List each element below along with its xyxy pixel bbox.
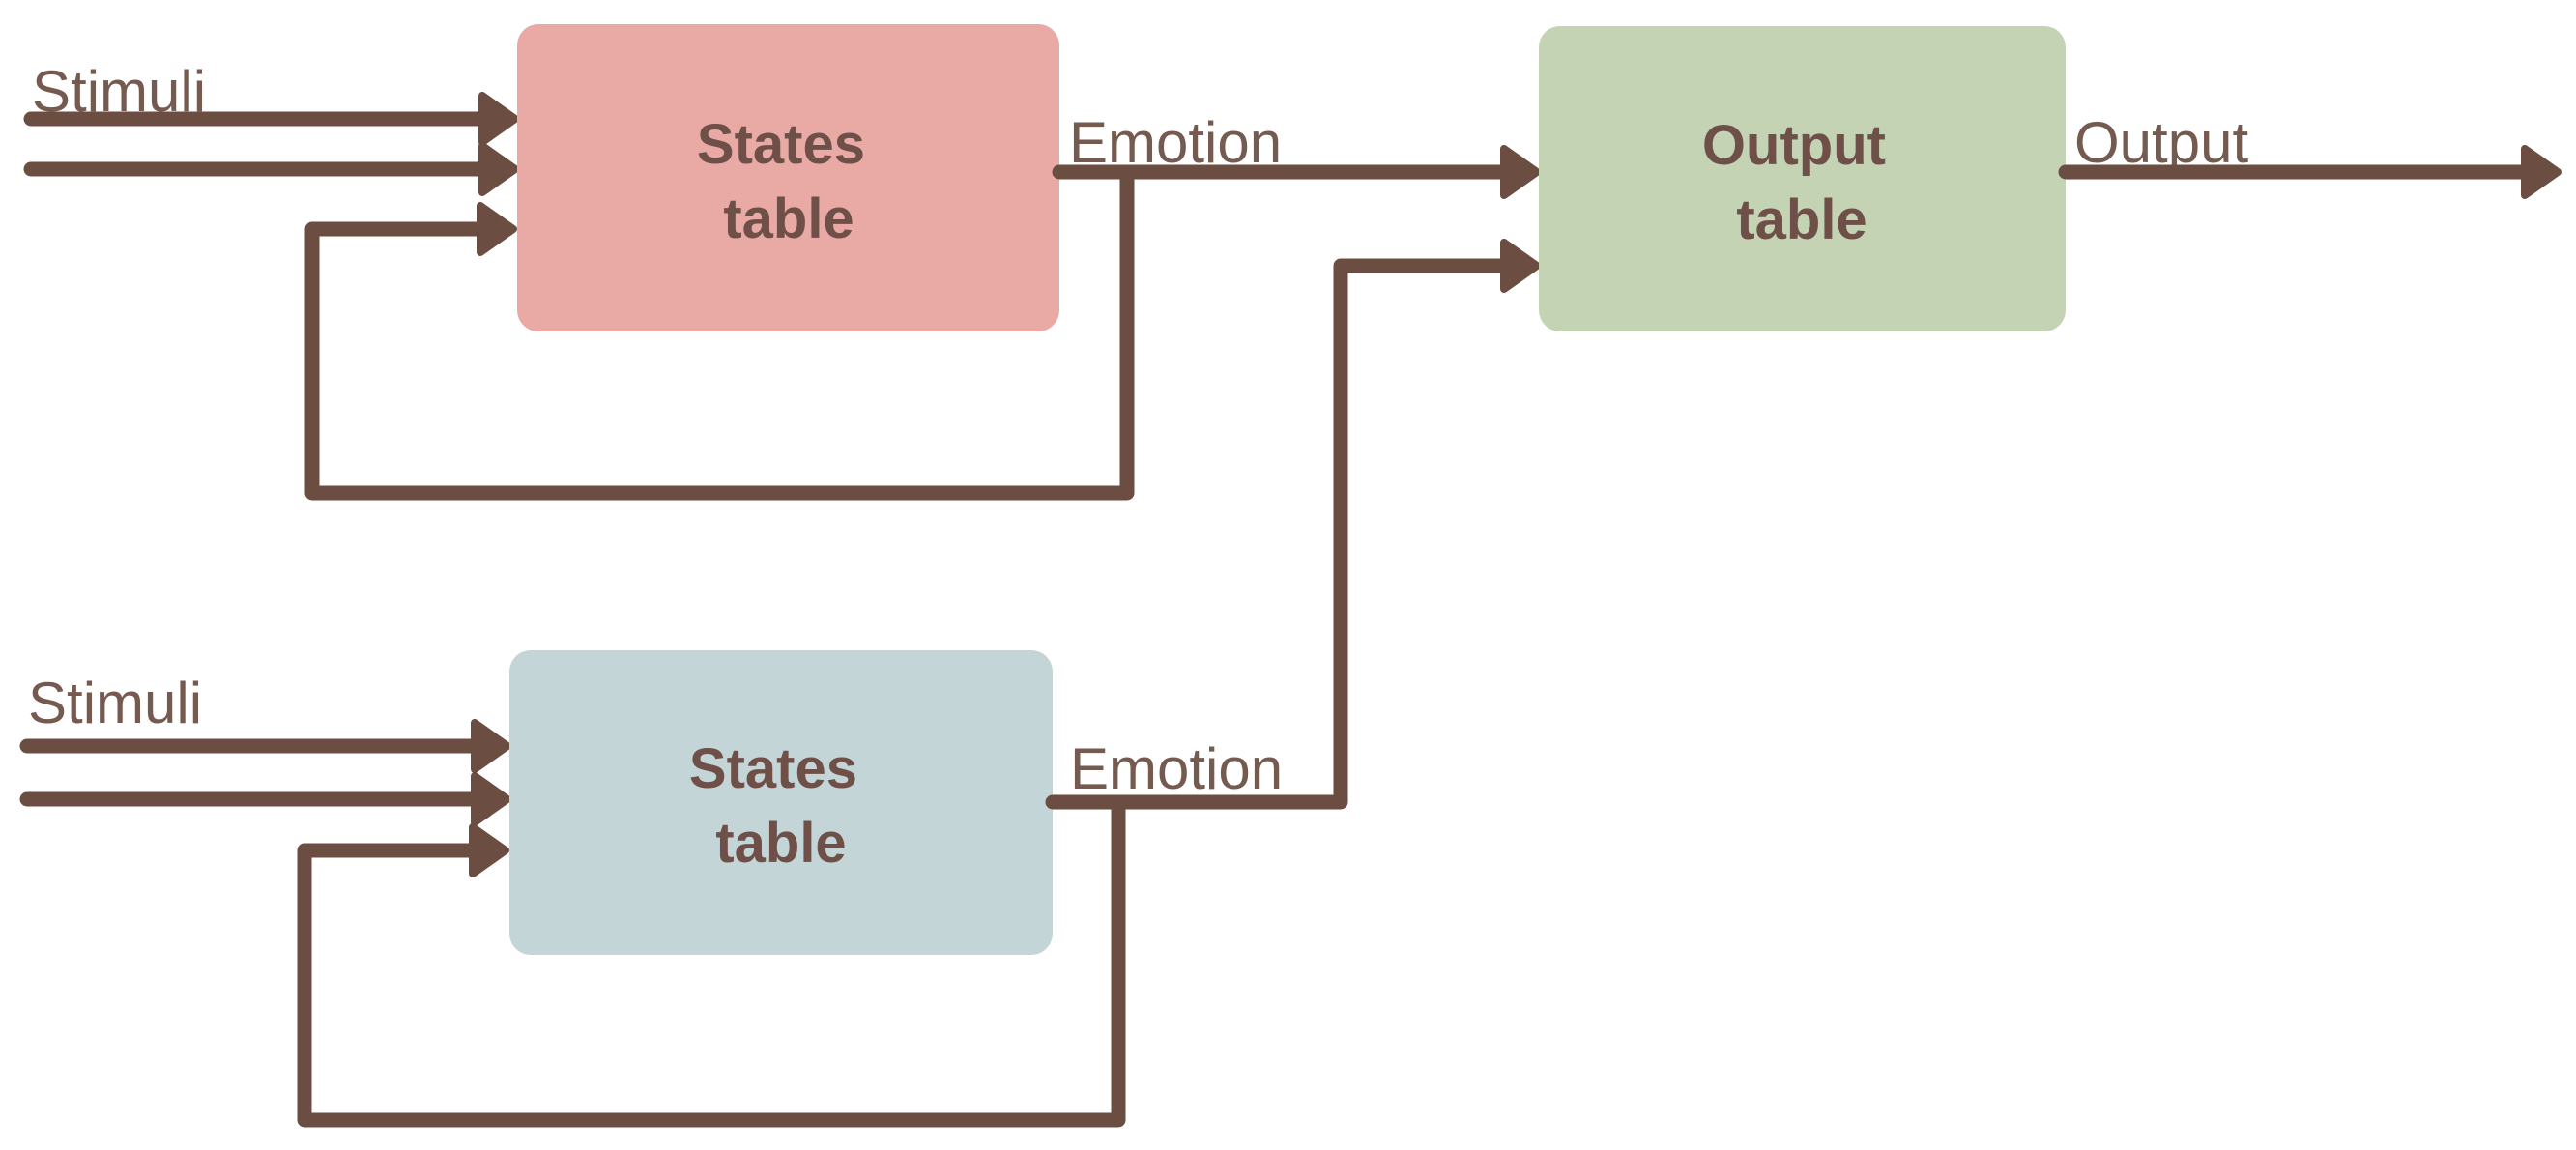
output-flow: Output table Output xyxy=(1539,26,2562,331)
states-table-bottom-label-line2: table xyxy=(715,812,846,875)
output-table-label-line1: Output xyxy=(1702,114,1886,177)
states-table-bottom-label: States table xyxy=(689,737,873,875)
states-table-top-label-line1: States xyxy=(697,113,865,176)
feedback-loop-top-head xyxy=(477,202,517,256)
states-table-top-label: States table xyxy=(697,113,881,250)
feedback-loop-bottom-head xyxy=(469,823,509,877)
output-label: Output xyxy=(2074,110,2248,175)
stimuli-input-arrow-2-top-head xyxy=(478,142,519,196)
output-table-label: Output table xyxy=(1702,114,1901,251)
states-table-bottom-label-line1: States xyxy=(689,737,857,800)
bottom-states-flow: Stimuli States table Emotion xyxy=(19,239,1541,1128)
feedback-loop-top xyxy=(304,164,1135,501)
top-states-flow: Stimuli States table Emotion xyxy=(23,24,1541,501)
output-table-label-line2: table xyxy=(1736,188,1867,251)
output-table-box xyxy=(1539,26,2066,331)
emotion-arrow-bottom xyxy=(1045,258,1516,810)
stimuli-label-bottom: Stimuli xyxy=(28,671,202,735)
feedback-loop-bottom xyxy=(297,794,1126,1128)
stimuli-input-arrow-2-bottom-head xyxy=(471,772,511,826)
emotion-arrow-bottom-head xyxy=(1500,239,1541,293)
emotion-arrow-top-head xyxy=(1500,145,1541,199)
emotion-label-bottom: Emotion xyxy=(1070,736,1283,801)
emotion-label-top: Emotion xyxy=(1069,110,1282,175)
stimuli-input-arrow-1-top-head xyxy=(478,92,519,146)
output-arrow-head xyxy=(2521,145,2562,199)
states-table-bottom-box xyxy=(509,650,1053,955)
states-table-top-box xyxy=(517,24,1059,331)
states-table-top-label-line2: table xyxy=(723,187,854,250)
stimuli-input-arrow-1-bottom-head xyxy=(471,719,511,773)
